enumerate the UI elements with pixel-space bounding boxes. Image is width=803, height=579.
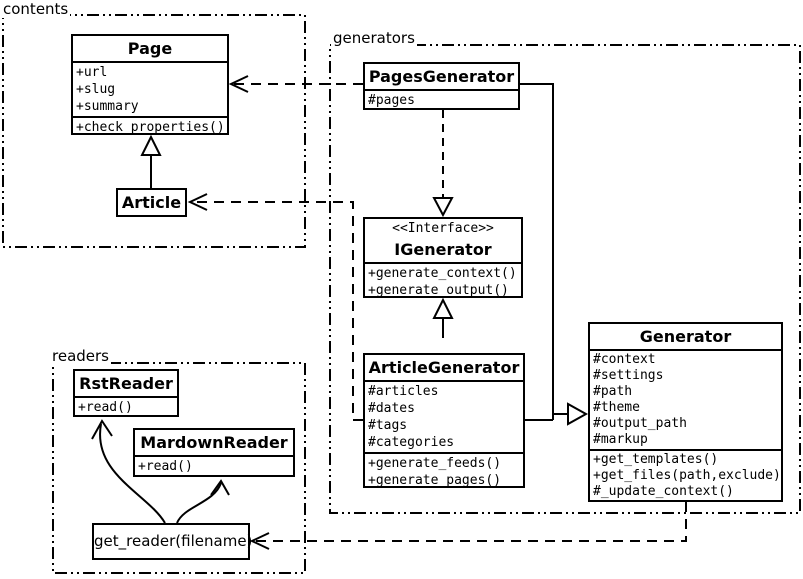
function-name-getreader: get_reader(filename) — [94, 532, 253, 550]
attribute: #dates — [368, 401, 415, 416]
attribute: +url — [76, 65, 108, 80]
method: +generate_pages() — [368, 473, 502, 488]
class-box-mardownreader: MardownReader +read() — [133, 428, 295, 477]
method: +read() — [78, 400, 133, 415]
inheritance-triangle-icon — [432, 297, 454, 319]
package-generators-label: generators — [331, 29, 417, 47]
class-attributes-generator: #context #settings #path #theme #output_… — [590, 349, 781, 449]
open-arrowhead-icon — [91, 419, 113, 440]
package-contents-label: contents — [1, 0, 71, 18]
edge-articlegenerator-inherits-igenerator — [432, 297, 454, 338]
edge-line — [176, 482, 222, 524]
class-name-pagesgenerator: PagesGenerator — [368, 67, 515, 86]
attribute: +slug — [76, 82, 116, 97]
class-box-articlegenerator: ArticleGenerator #articles #dates #tags … — [363, 353, 525, 488]
class-box-pagesgenerator: PagesGenerator #pages — [363, 62, 520, 110]
class-box-page: Page +url +slug +summary +check_properti… — [71, 34, 229, 135]
class-name-igenerator: IGenerator — [394, 240, 492, 259]
class-attributes-pagesgenerator: #pages — [365, 89, 518, 110]
edge-line — [520, 83, 554, 420]
edge-line — [99, 423, 166, 524]
attribute: #settings — [593, 368, 664, 383]
class-box-igenerator: <<Interface>> IGenerator +generate_conte… — [363, 217, 523, 298]
class-box-generator: Generator #context #settings #path #them… — [588, 322, 783, 502]
method: #_update_context() — [593, 484, 734, 499]
class-name-page: Page — [127, 39, 173, 58]
class-name-generator: Generator — [639, 327, 732, 346]
method: +get_files(path,exclude) — [593, 468, 781, 483]
package-readers-label: readers — [50, 347, 111, 365]
function-box-getreader: get_reader(filename) — [92, 523, 253, 560]
class-name-mardownreader: MardownReader — [140, 433, 288, 452]
class-methods-generator: +get_templates() +get_files(path,exclude… — [590, 449, 781, 501]
attribute: #categories — [368, 435, 455, 450]
edge-articlegenerator-depends-article — [187, 193, 363, 421]
edge-line — [193, 201, 363, 421]
inheritance-triangle-icon — [432, 197, 454, 218]
inheritance-triangle-icon — [140, 134, 162, 156]
open-arrowhead-icon — [249, 532, 270, 550]
method: +get_templates() — [593, 452, 719, 467]
open-arrowhead-icon — [187, 193, 208, 211]
attribute: #pages — [368, 93, 415, 108]
edge-article-inherits-page — [140, 134, 162, 188]
edge-pagesgenerator-depends-page — [228, 75, 363, 93]
edge-generator-depends-getreader — [249, 502, 687, 550]
edge-pagesgenerator-realizes-igenerator — [432, 110, 454, 218]
class-attributes-articlegenerator: #articles #dates #tags #categories — [365, 380, 523, 452]
open-arrowhead-icon — [228, 75, 249, 93]
attribute: #articles — [368, 384, 439, 399]
attribute: #path — [593, 384, 633, 399]
class-name-rstreader: RstReader — [79, 374, 173, 393]
class-box-rstreader: RstReader +read() — [73, 369, 179, 417]
attribute: #context — [593, 352, 656, 367]
attribute: #theme — [593, 400, 640, 415]
open-arrowhead-icon — [210, 479, 230, 496]
attribute: #output_path — [593, 416, 687, 431]
class-name-article: Article — [121, 193, 182, 212]
class-methods-rstreader: +read() — [75, 396, 177, 417]
method: +read() — [138, 459, 193, 474]
package-generators-border — [329, 44, 801, 514]
inheritance-triangle-icon — [567, 402, 589, 426]
package-readers-border — [52, 362, 306, 574]
class-methods-mardownreader: +read() — [135, 455, 293, 476]
attribute: #markup — [593, 432, 648, 447]
edge-line — [254, 502, 687, 542]
class-methods-igenerator: +generate_context() +generate_output() — [365, 262, 521, 300]
method: +check_properties() — [76, 120, 225, 135]
package-contents-border — [2, 14, 306, 248]
edge-getreader-to-rstreader — [91, 419, 166, 524]
class-methods-articlegenerator: +generate_feeds() +generate_pages() — [365, 452, 523, 490]
class-name-articlegenerator: ArticleGenerator — [368, 358, 520, 377]
class-attributes-page: +url +slug +summary — [73, 61, 227, 116]
method: +generate_feeds() — [368, 456, 502, 471]
class-box-article: Article — [116, 188, 187, 217]
class-stereotype-igenerator: <<Interface>> — [392, 221, 494, 236]
attribute: #tags — [368, 418, 408, 433]
method: +generate_context() — [368, 266, 517, 281]
edge-getreader-to-mardownreader — [176, 479, 230, 524]
method: +generate_output() — [368, 283, 509, 298]
class-methods-page: +check_properties() — [73, 116, 227, 137]
attribute: +summary — [76, 99, 139, 114]
edge-generators-inherit-generator — [520, 83, 589, 426]
